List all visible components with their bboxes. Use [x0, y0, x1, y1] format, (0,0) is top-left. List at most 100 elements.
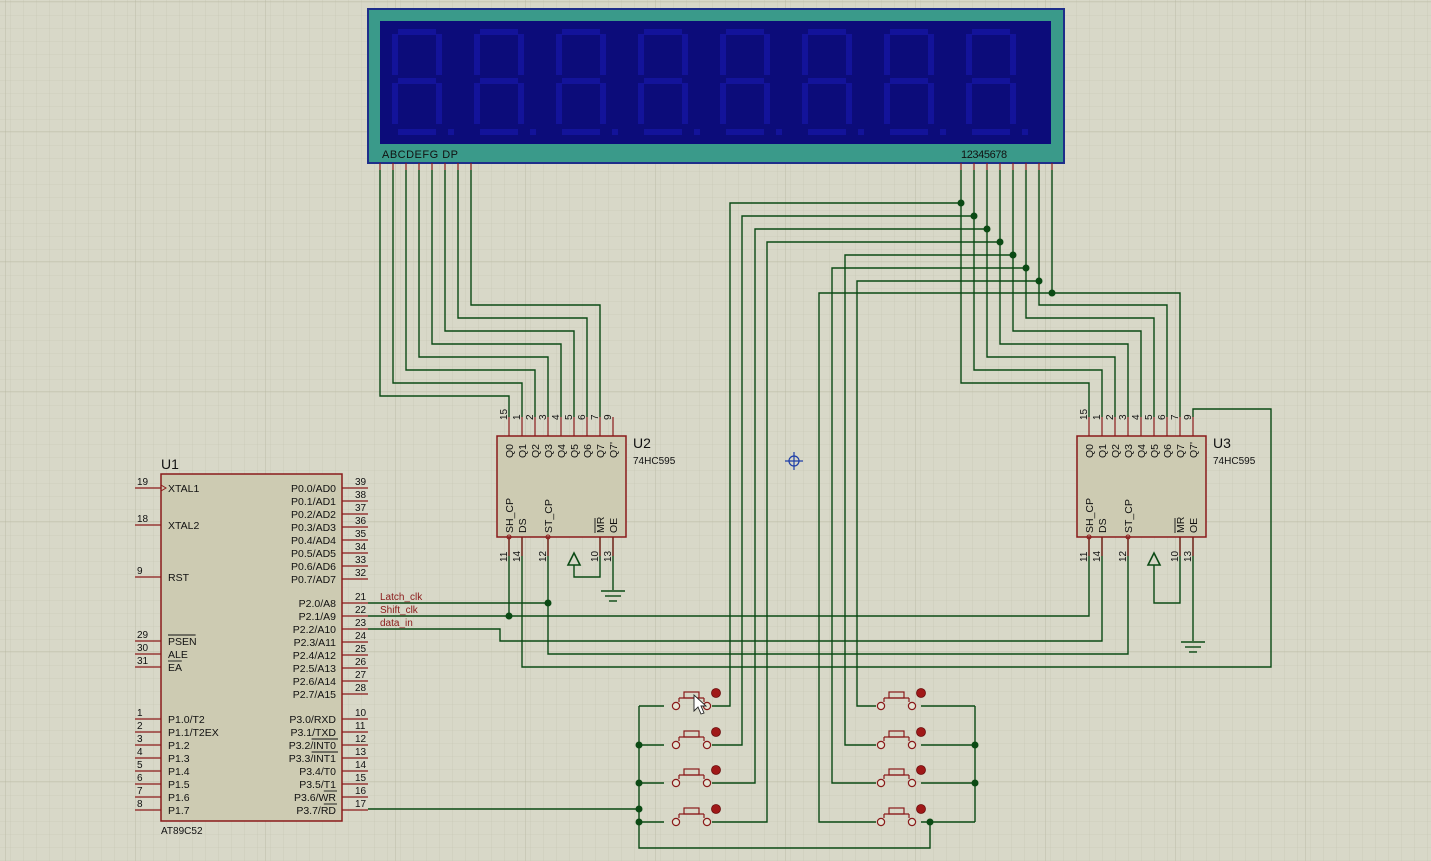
button-indicator-icon: [711, 765, 721, 775]
sr-pin-number: 10: [1170, 550, 1181, 562]
u1-pin-label: P0.2/AD2: [291, 509, 336, 521]
push-button[interactable]: [876, 765, 926, 788]
segment-6-2: [846, 83, 852, 124]
u1-pin-number: 26: [355, 657, 367, 668]
sr-pin-label: Q3: [543, 444, 555, 458]
button-indicator-icon: [711, 804, 721, 814]
shift-register-u3[interactable]: U374HC59515Q01Q12Q23Q34Q45Q56Q67Q79Q7'11…: [1076, 408, 1256, 562]
u1-pin-label: ALE: [168, 649, 188, 661]
button-indicator-icon: [916, 765, 926, 775]
u1-pin-label: XTAL2: [168, 520, 199, 532]
u1-pin-number: 8: [137, 799, 143, 810]
sr-pin-label: Q6: [1162, 444, 1174, 458]
u1-pin-number: 22: [355, 605, 367, 616]
u1-pin-label: P2.2/A10: [293, 624, 336, 636]
sr-pin-number: 5: [564, 414, 575, 420]
segment-8-3: [972, 129, 1010, 135]
segment-2-6: [480, 78, 518, 84]
push-button[interactable]: [671, 804, 721, 827]
sr-pin-number: 7: [1170, 414, 1181, 420]
u1-pin-number: 37: [355, 503, 367, 514]
push-button[interactable]: [876, 688, 926, 711]
sr-pin-label: Q1: [517, 444, 529, 458]
sr-pin-label: Q0: [504, 444, 516, 458]
display-pins: [379, 163, 1053, 170]
segment-7-2: [928, 83, 934, 124]
u1-pin-number: 3: [137, 734, 143, 745]
segment-3-4: [556, 83, 562, 124]
segment-5-3: [726, 129, 764, 135]
u1-pin-label: P3.4/T0: [299, 766, 336, 778]
segment-1-4: [392, 83, 398, 124]
segment-6-6: [808, 78, 846, 84]
sr-pin-label: Q1: [1097, 444, 1109, 458]
shift-register-u2[interactable]: U274HC59515Q01Q12Q23Q34Q45Q56Q67Q79Q7'11…: [496, 408, 676, 562]
segment-dp-1: [448, 129, 454, 135]
power-symbol-u2: [566, 551, 582, 566]
push-button[interactable]: [876, 804, 926, 827]
segment-8-4: [966, 83, 972, 124]
u1-pin-label: EA: [168, 662, 182, 674]
sr-pin-label: Q7': [1188, 442, 1200, 458]
push-button[interactable]: [671, 727, 721, 750]
segment-7-5: [884, 34, 890, 75]
segment-5-2: [764, 83, 770, 124]
u1-pin-label: P1.2: [168, 740, 190, 752]
u1-pin-label: P3.7/RD: [296, 805, 336, 817]
sr-pin-number: 6: [1157, 414, 1168, 420]
button-indicator-icon: [916, 804, 926, 814]
segment-2-5: [474, 34, 480, 75]
u1-pin-number: 32: [355, 568, 367, 579]
wires[interactable]: [368, 170, 1272, 849]
u1-pin-label: P3.1/TXD: [290, 727, 336, 739]
power-symbol-u3: [1146, 551, 1162, 566]
u1-pin-number: 21: [355, 592, 367, 603]
sr-pin-label: OE: [1188, 518, 1200, 533]
button-matrix[interactable]: [671, 688, 926, 827]
sr-pin-number: 13: [1183, 550, 1194, 562]
sr-pin-label: DS: [1097, 518, 1109, 533]
u1-pin-label: P0.6/AD6: [291, 561, 336, 573]
junctions: [505, 199, 1056, 826]
u1-pin-label: P3.5/T1: [299, 779, 336, 791]
segment-dp-5: [776, 129, 782, 135]
sr-pin-label: Q7: [1175, 444, 1187, 458]
u1-pin-label: P2.0/A8: [299, 598, 337, 610]
u1-pin-number: 34: [355, 542, 367, 553]
u1-pin-number: 16: [355, 786, 367, 797]
sr-ref: U2: [633, 435, 651, 451]
segment-4-4: [638, 83, 644, 124]
sr-pin-label: Q2: [1110, 444, 1122, 458]
segment-5-1: [764, 34, 770, 75]
push-button[interactable]: [876, 727, 926, 750]
sr-pin-number: 7: [590, 414, 601, 420]
sr-pin-label: Q6: [582, 444, 594, 458]
u1-pin-number: 9: [137, 566, 143, 577]
u1-pin-number: 36: [355, 516, 367, 527]
u1-pin-number: 13: [355, 747, 367, 758]
push-button[interactable]: [671, 765, 721, 788]
segment-4-5: [638, 34, 644, 75]
segment-6-4: [802, 83, 808, 124]
u1-pin-label: P0.3/AD3: [291, 522, 336, 534]
push-button[interactable]: [671, 688, 721, 711]
sr-pin-label: ST_CP: [1123, 499, 1135, 533]
segment-8-0: [972, 29, 1010, 35]
sr-pin-number: 3: [538, 414, 549, 420]
sr-pin-number: 2: [1105, 414, 1116, 420]
u1-pin-number: 38: [355, 490, 367, 501]
sr-pin-number: 4: [551, 414, 562, 420]
u1-pin-label: P2.4/A12: [293, 650, 336, 662]
segment-6-0: [808, 29, 846, 35]
sr-pin-number: 12: [1118, 550, 1129, 562]
segment-3-1: [600, 34, 606, 75]
sr-pin-label: Q7': [608, 442, 620, 458]
u1-pin-number: 15: [355, 773, 367, 784]
sr-pin-number: 15: [1079, 408, 1090, 420]
u1-pin-number: 14: [355, 760, 367, 771]
seven-segment-display[interactable]: ABCDEFG DP 12345678: [367, 8, 1065, 170]
sr-pin-label: Q2: [530, 444, 542, 458]
u1-pin-label: P3.2/INT0: [289, 740, 336, 752]
microcontroller-u1[interactable]: U1 AT89C52 19XTAL118XTAL29RST29PSEN30ALE…: [135, 456, 368, 837]
